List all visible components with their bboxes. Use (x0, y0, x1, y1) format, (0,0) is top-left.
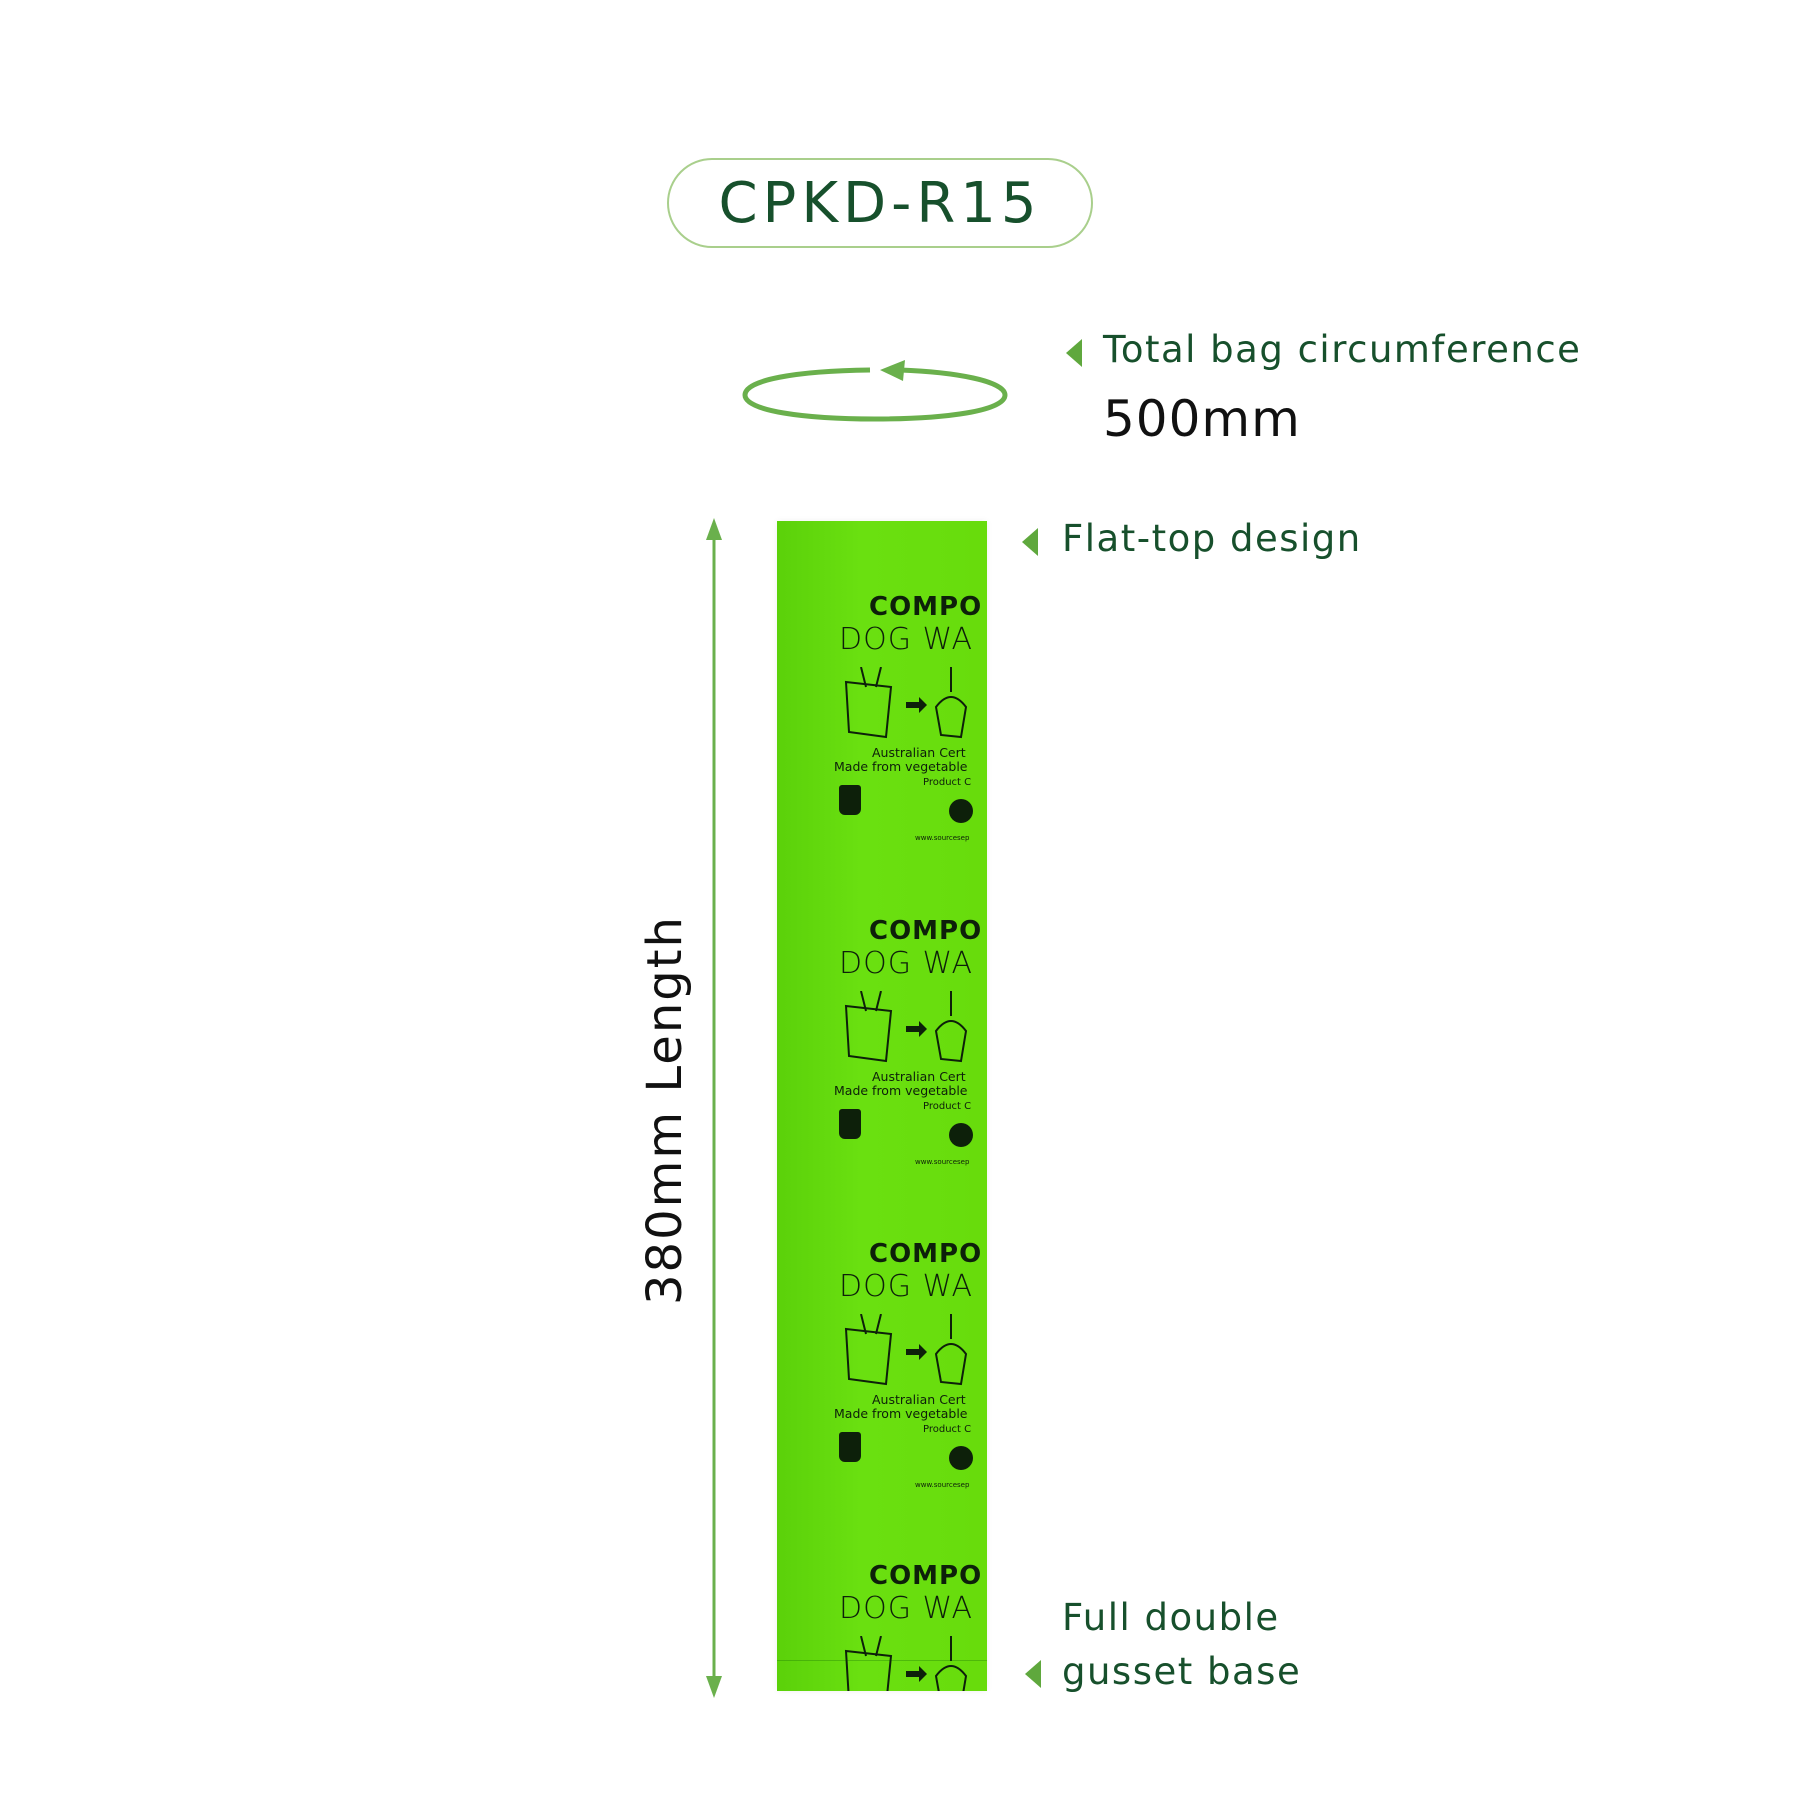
bag-url: www.sourcesep (915, 1481, 970, 1489)
dog-waste-pickup-icon (844, 667, 968, 739)
bag-text: Made from vegetable (834, 1083, 968, 1098)
seal-icon (949, 1123, 973, 1147)
bag-brand: COMPO (869, 1561, 983, 1591)
compostable-cert-icon (839, 785, 861, 815)
product-code: CPKD-R15 (718, 170, 1042, 236)
callout-pointer-icon (1022, 528, 1038, 556)
callout-pointer-icon (1066, 339, 1082, 367)
circumference-label: Total bag circumference (1103, 328, 1582, 371)
bag-url: www.sourcesep (915, 1158, 970, 1166)
bag-brand: COMPO (869, 916, 983, 946)
circumference-value: 500mm (1103, 390, 1301, 448)
gusset-label-line1: Full double (1062, 1596, 1280, 1639)
bag-subtitle: DOG WA (839, 622, 974, 657)
compostable-cert-icon (839, 1109, 861, 1139)
compostable-bag-image: COMPO DOG WA Australian Cert Made from v… (777, 521, 987, 1691)
callout-pointer-icon (1025, 1660, 1041, 1688)
dog-waste-pickup-icon (844, 1636, 968, 1691)
seal-icon (949, 1446, 973, 1470)
length-arrow-icon (706, 518, 722, 1698)
bag-brand: COMPO (869, 1239, 983, 1269)
product-code-badge: CPKD-R15 (667, 158, 1093, 248)
bag-text: Product C (923, 777, 972, 788)
bag-text: Product C (923, 1424, 972, 1435)
seal-icon (949, 799, 973, 823)
bag-text: Australian Cert (872, 745, 966, 760)
bag-subtitle: DOG WA (839, 1269, 974, 1304)
gusset-label-line2: gusset base (1062, 1650, 1302, 1693)
bag-brand: COMPO (869, 592, 983, 622)
compostable-cert-icon (839, 1432, 861, 1462)
bag-text: Made from vegetable (834, 1406, 968, 1421)
circumference-arrow-icon (742, 360, 1008, 422)
bag-subtitle: DOG WA (839, 1591, 974, 1626)
bag-url: www.sourcesep (915, 834, 970, 842)
gusset-seam (777, 1660, 987, 1661)
bag-text: Made from vegetable (834, 759, 968, 774)
bag-subtitle: DOG WA (839, 946, 974, 981)
dog-waste-pickup-icon (844, 1314, 968, 1386)
dog-waste-pickup-icon (844, 991, 968, 1063)
bag-text: Australian Cert (872, 1392, 966, 1407)
length-label: 380mm Length (637, 915, 693, 1305)
bag-text: Product C (923, 1101, 972, 1112)
flat-top-label: Flat-top design (1062, 517, 1362, 560)
bag-text: Australian Cert (872, 1069, 966, 1084)
